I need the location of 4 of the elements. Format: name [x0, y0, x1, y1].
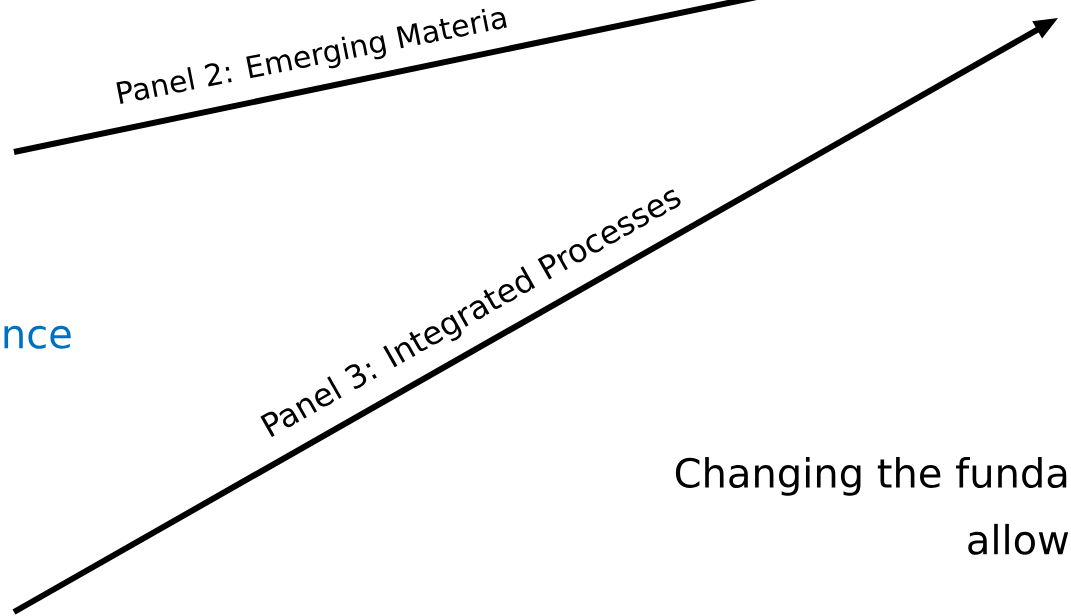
- text: nce: [4, 325, 71, 349]
- text: allow: [968, 523, 1069, 555]
- text: Changing the funda: [675, 457, 1067, 496]
- text: Panel 2: Emerging Materia: [116, 8, 507, 104]
